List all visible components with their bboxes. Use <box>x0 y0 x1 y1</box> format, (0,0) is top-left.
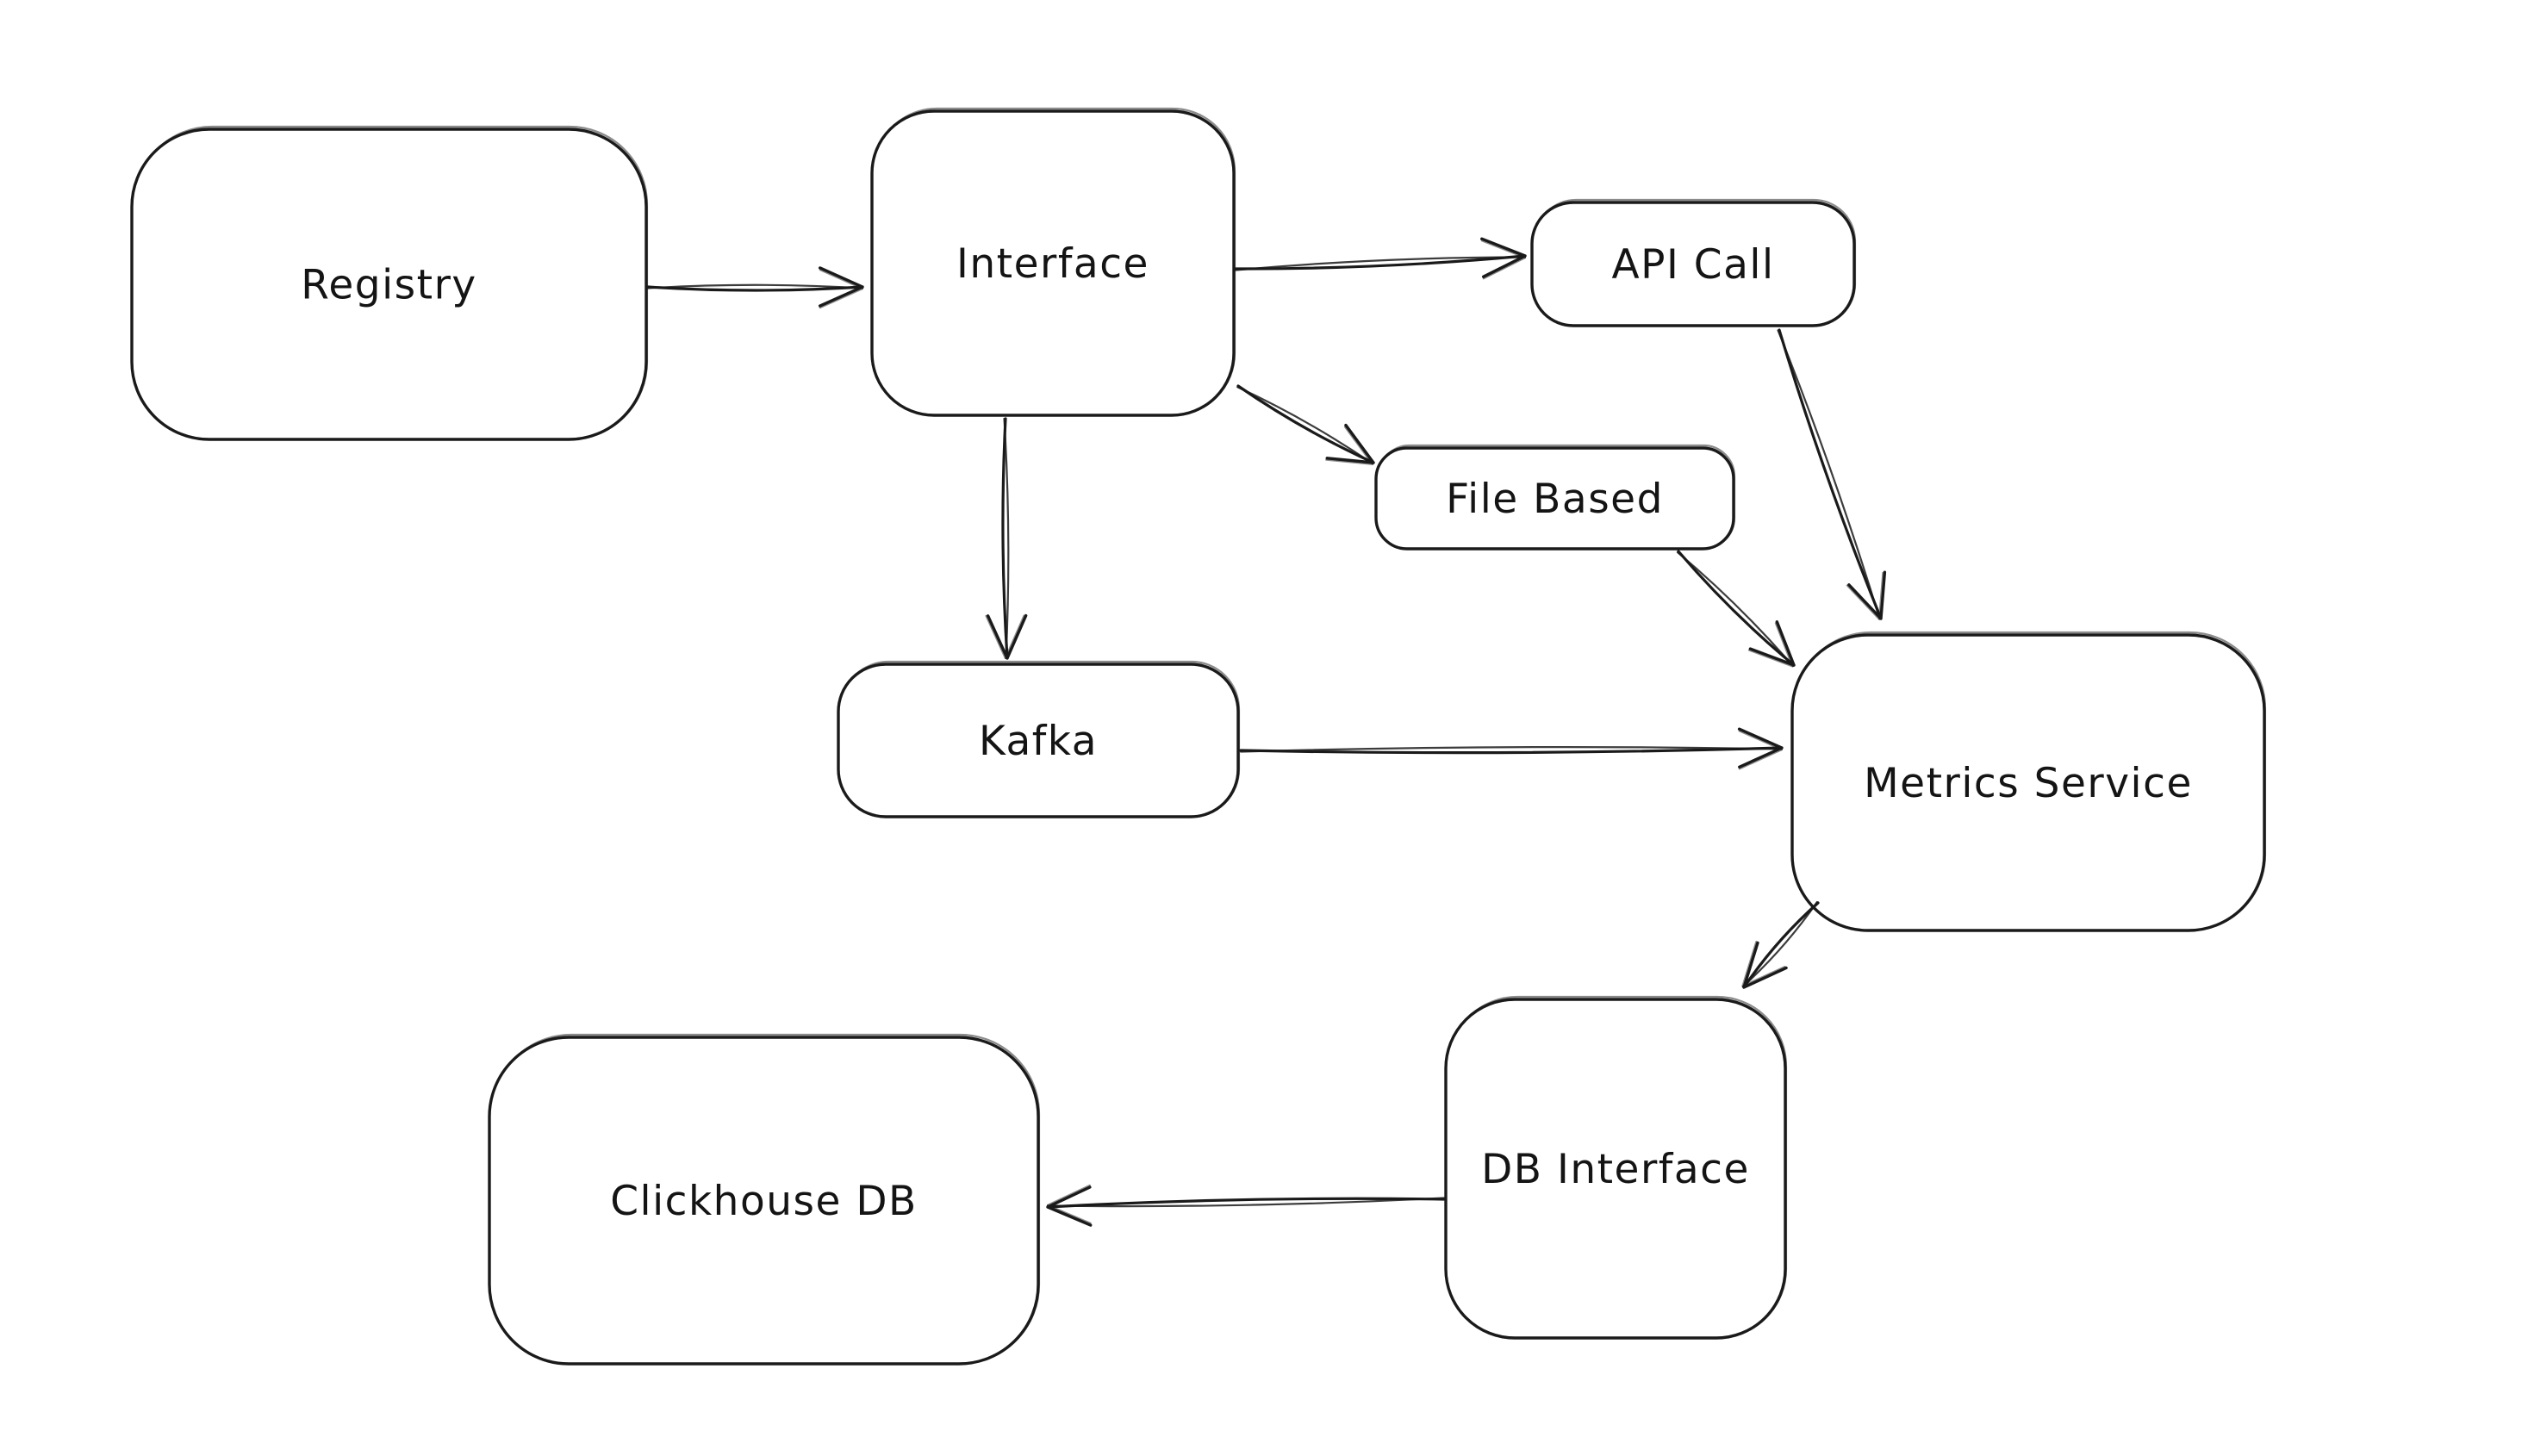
edge-arrowhead-sketch <box>1480 240 1527 280</box>
node-metrics-service-label: Metrics Service <box>1864 760 2193 807</box>
edge-line-sketch <box>1777 329 1881 620</box>
edge-interface-to-api-call[interactable] <box>1234 237 1527 280</box>
node-metrics-service[interactable]: Metrics Service <box>1790 631 2267 932</box>
node-metrics-service-box <box>1790 633 2266 932</box>
edge-db-interface-to-clickhouse-db[interactable] <box>1046 1184 1446 1227</box>
edge-arrowhead-sketch <box>1046 1184 1092 1224</box>
edge-line <box>1778 328 1883 620</box>
edge-line-sketch <box>1741 900 1818 988</box>
edge-arrowhead-sketch <box>1741 940 1786 987</box>
node-registry-box <box>130 128 648 441</box>
edge-line <box>1742 901 1820 989</box>
edge-arrowhead <box>1742 941 1788 989</box>
edge-line <box>1234 254 1527 271</box>
edge-arrowhead-sketch <box>819 269 863 309</box>
edge-line-sketch <box>1236 386 1374 465</box>
edge-line <box>1677 550 1796 667</box>
edge-arrowhead-sketch <box>1846 571 1884 620</box>
edge-arrowhead <box>1046 1185 1093 1227</box>
node-file-based-box <box>1374 446 1735 551</box>
edge-line-sketch <box>1046 1197 1446 1208</box>
edge-arrowhead-sketch <box>1325 426 1373 465</box>
edge-kafka-to-metrics-service[interactable] <box>1239 727 1784 770</box>
edge-arrowhead-sketch <box>1738 730 1784 770</box>
edge-arrowhead <box>1480 237 1527 278</box>
edge-line-sketch <box>1003 417 1010 660</box>
edge-line <box>1239 746 1784 755</box>
edge-line <box>1236 384 1375 464</box>
edge-arrowhead <box>986 613 1028 660</box>
node-interface-label: Interface <box>956 240 1149 288</box>
node-api-call-label: API Call <box>1611 241 1774 289</box>
edge-arrowhead <box>1748 620 1796 667</box>
edge-line <box>646 285 864 292</box>
edge-arrowhead <box>818 266 864 308</box>
edge-line-sketch <box>1676 551 1795 668</box>
node-clickhouse-db-box <box>488 1036 1040 1366</box>
node-registry-label: Registry <box>301 261 476 308</box>
edge-arrowhead <box>1847 570 1887 620</box>
node-clickhouse-db-label: Clickhouse DB <box>610 1178 918 1225</box>
edge-interface-to-kafka[interactable] <box>985 417 1028 660</box>
node-file-based[interactable]: File Based <box>1374 444 1736 551</box>
node-api-call-box <box>1530 201 1856 327</box>
node-kafka[interactable]: Kafka <box>837 660 1241 818</box>
edge-metrics-service-to-db-interface[interactable] <box>1741 900 1820 989</box>
edge-line-sketch <box>1234 256 1527 271</box>
edge-line <box>1001 417 1009 660</box>
edge-arrowhead-sketch <box>1747 622 1794 668</box>
node-interface[interactable]: Interface <box>870 107 1236 417</box>
edge-line-sketch <box>1239 746 1784 753</box>
node-db-interface[interactable]: DB Interface <box>1444 995 1788 1340</box>
edge-arrowhead <box>1325 423 1375 464</box>
edge-line <box>1046 1197 1446 1209</box>
edge-api-call-to-metrics-service[interactable] <box>1777 328 1887 620</box>
node-clickhouse-db[interactable]: Clickhouse DB <box>488 1033 1041 1366</box>
node-file-based-label: File Based <box>1446 476 1664 523</box>
edge-registry-to-interface[interactable] <box>646 266 864 309</box>
node-db-interface-label: DB Interface <box>1481 1146 1750 1193</box>
edge-arrowhead <box>1737 727 1784 768</box>
node-kafka-box <box>837 663 1240 818</box>
edge-line-sketch <box>646 283 864 289</box>
node-kafka-label: Kafka <box>979 718 1098 765</box>
node-interface-box <box>870 109 1236 417</box>
edge-file-based-to-metrics-service[interactable] <box>1676 550 1796 668</box>
node-registry[interactable]: Registry <box>130 125 649 441</box>
node-api-call[interactable]: API Call <box>1530 198 1857 327</box>
edge-interface-to-file-based[interactable] <box>1236 384 1375 465</box>
node-db-interface-box <box>1444 998 1787 1340</box>
edge-arrowhead-sketch <box>985 614 1025 660</box>
